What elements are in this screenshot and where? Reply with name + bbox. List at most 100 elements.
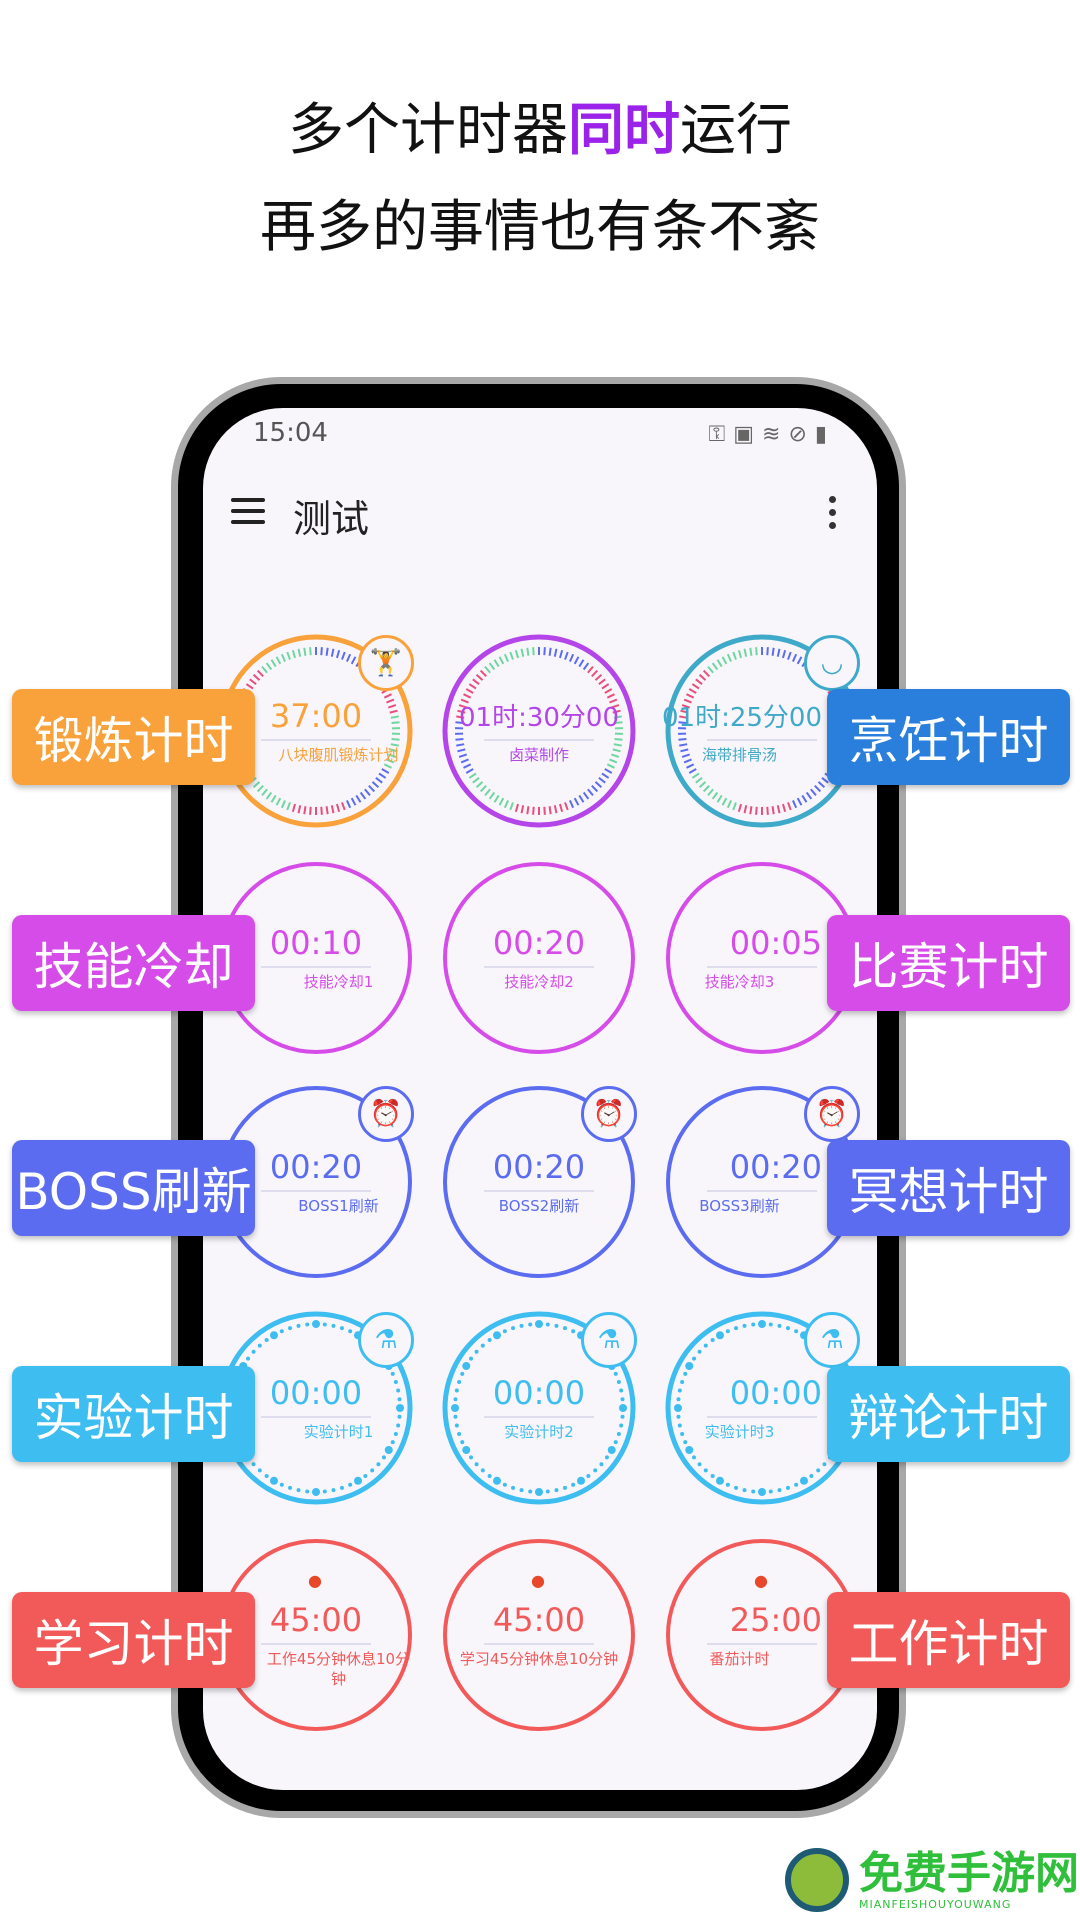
battery-icon: ▮ [814,422,827,447]
timer-name: 工作45分钟休息10分钟 [266,1650,411,1688]
status-icons: ⚿ ▣ ≋ ⊘ ▮ [708,422,827,447]
timer-card[interactable]: 01时:30分00 卤菜制作 [439,631,639,831]
timer-time: 00:20 [269,1148,363,1186]
phone-screen: 15:04 ⚿ ▣ ≋ ⊘ ▮ 测试 🏋 37:00 八块腹肌锻炼计划 01时:30分… [203,408,877,1790]
divider [484,966,594,968]
feature-badge: 学习计时 [12,1592,255,1688]
timer-name: BOSS3刷新 [699,1197,780,1215]
feature-badge: 冥想计时 [827,1140,1070,1236]
watermark-sub: MIANFEISHOUYOUWANG [859,1897,1012,1911]
alarm-clock-icon: ⏰ [581,1086,637,1142]
weightlifter-icon: 🏋 [358,635,414,691]
divider [261,739,371,741]
timer-name: 技能冷却3 [704,973,775,991]
timer-ring [443,862,635,1054]
timer-time: 00:00 [729,1374,822,1412]
status-time: 15:04 [253,418,328,448]
timer-name: 实验计时1 [303,1423,374,1441]
timer-card[interactable]: 🏋 37:00 八块腹肌锻炼计划 [216,631,416,831]
bowl-icon: ◡ [804,635,860,691]
timer-time: 37:00 [269,697,363,735]
feature-badge: 锻炼计时 [12,689,255,785]
headline-text: 运行 [680,98,792,163]
feature-badge: 烹饪计时 [827,689,1070,785]
timer-name: 实验计时3 [704,1423,775,1441]
headline-text: 多个计时器 [288,98,568,163]
headline-highlight: 同时 [568,98,680,163]
feature-badge: 工作计时 [827,1592,1070,1688]
timer-card[interactable]: 00:10 技能冷却1 [216,858,416,1058]
flask-icon: ⚗ [804,1312,860,1368]
alarm-clock-icon: ⏰ [804,1086,860,1142]
timer-ring [443,1539,635,1731]
menu-icon[interactable] [231,498,265,524]
timer-card[interactable]: ● 45:00 工作45分钟休息10分钟 [216,1535,416,1735]
timer-name: 学习45分钟休息10分钟 [459,1650,619,1668]
timer-time: 00:20 [729,1148,822,1186]
watermark-icon [785,1848,849,1912]
feature-badge: 辩论计时 [827,1366,1070,1462]
divider [707,739,817,741]
timer-card[interactable]: ● 45:00 学习45分钟休息10分钟 [439,1535,639,1735]
timer-ring [443,1086,635,1278]
tomato-icon: ● [531,1571,545,1590]
timer-time: 01时:25分00 [661,703,822,733]
divider [261,1190,371,1192]
divider [261,1416,371,1418]
watermark-name: 免费手游网 [859,1847,1079,1899]
divider [484,739,594,741]
divider [484,1643,594,1645]
divider [261,1643,371,1645]
timer-time: 00:05 [729,924,822,962]
timer-name: 八块腹肌锻炼计划 [278,746,399,764]
flask-icon: ⚗ [358,1312,414,1368]
wifi-icon: ≋ [762,422,781,447]
timer-card[interactable]: ⚗ 00:00 实验计时3 [662,1308,862,1508]
divider [484,1416,594,1418]
more-options-icon[interactable] [829,496,837,529]
timer-name: 实验计时2 [504,1423,574,1441]
feature-badge: 实验计时 [12,1366,255,1462]
page-title: 测试 [293,497,370,541]
timer-time: 01时:30分00 [458,703,619,733]
feature-badge: 比赛计时 [827,915,1070,1011]
timer-name: 技能冷却2 [504,973,574,991]
timer-card[interactable]: ● 25:00 番茄计时 [662,1535,862,1735]
timer-time: 00:20 [492,924,586,962]
timer-card[interactable]: 00:20 技能冷却2 [439,858,639,1058]
timer-name: 卤菜制作 [508,746,569,764]
tomato-icon: ● [308,1571,322,1590]
timer-name: 技能冷却1 [303,973,374,991]
key-icon: ⚿ [708,422,726,447]
timer-time: 45:00 [492,1601,586,1639]
divider [707,1416,817,1418]
timer-name: 海带排骨汤 [701,746,777,764]
alarm-clock-icon: ⏰ [358,1086,414,1142]
divider [261,966,371,968]
timer-time: 00:20 [492,1148,586,1186]
timer-time: 00:10 [269,924,363,962]
timer-name: BOSS1刷新 [298,1197,379,1215]
timer-card[interactable]: ⚗ 00:00 实验计时2 [439,1308,639,1508]
timer-time: 25:00 [729,1601,822,1639]
timer-ring [442,1311,636,1505]
battery-saver-icon: ▣ [733,422,755,447]
feature-badge: BOSS刷新 [12,1140,255,1236]
timer-time: 00:00 [492,1374,586,1412]
flask-icon: ⚗ [581,1312,637,1368]
divider [707,1643,817,1645]
timer-ring [442,634,636,828]
timer-name: 番茄计时 [709,1650,770,1668]
do-not-disturb-icon: ⊘ [788,422,807,447]
divider [484,1190,594,1192]
feature-badge: 技能冷却 [12,915,255,1011]
timer-time: 45:00 [269,1601,363,1639]
divider [707,1190,817,1192]
timer-time: 00:00 [269,1374,363,1412]
headline-line-1: 多个计时器同时运行 [0,96,1080,166]
tomato-icon: ● [754,1571,768,1590]
headline-line-2: 再多的事情也有条不紊 [260,195,820,260]
